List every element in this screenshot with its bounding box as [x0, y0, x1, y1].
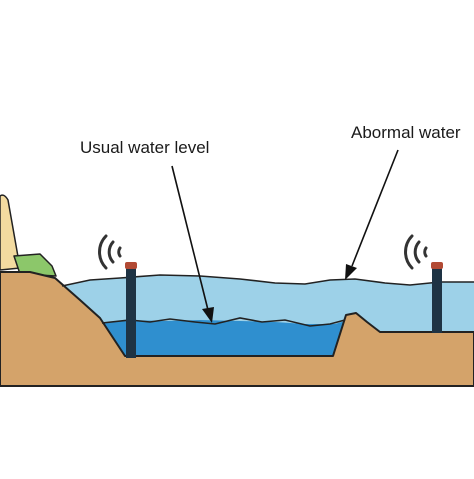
abnormal-water-level-label: Abormal water — [351, 123, 461, 142]
sensor-post-icon — [431, 262, 443, 333]
usual-level-arrow — [171, 165, 214, 323]
usual-water-surface — [101, 317, 346, 327]
usual-water-level-label: Usual water level — [80, 138, 210, 157]
sensor-post-icon — [125, 262, 137, 358]
usual-water-body — [102, 320, 345, 355]
wifi-signal-icon — [404, 234, 428, 270]
abnormal-level-arrow — [345, 149, 399, 280]
wifi-signal-icon — [98, 234, 122, 270]
